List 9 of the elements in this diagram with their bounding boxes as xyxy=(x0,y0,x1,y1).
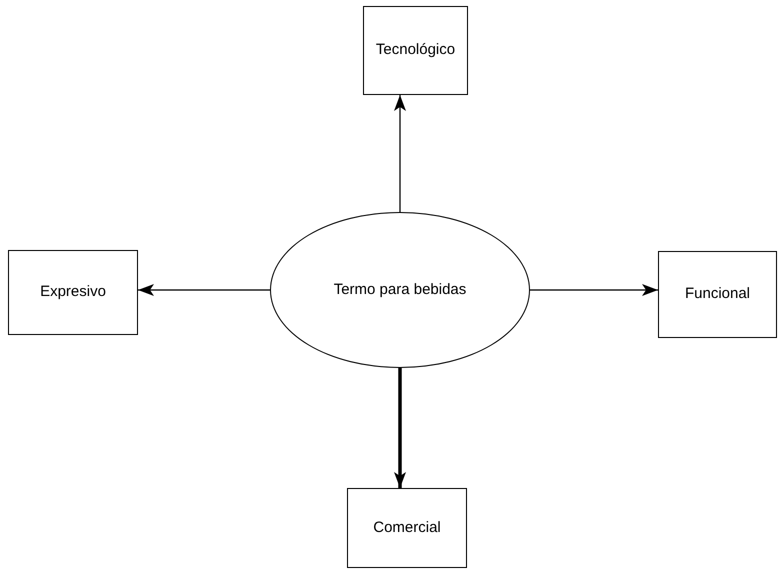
concept-box: Tecnológico xyxy=(363,6,468,95)
arrow xyxy=(530,284,658,296)
arrow xyxy=(138,284,270,296)
arrow xyxy=(394,368,406,488)
concept-box: Expresivo xyxy=(8,250,138,335)
arrow xyxy=(394,95,406,212)
ellipse-node: Termo para bebidas xyxy=(270,212,530,368)
concept-box: Funcional xyxy=(658,251,777,338)
concept-box: Comercial xyxy=(347,488,467,568)
